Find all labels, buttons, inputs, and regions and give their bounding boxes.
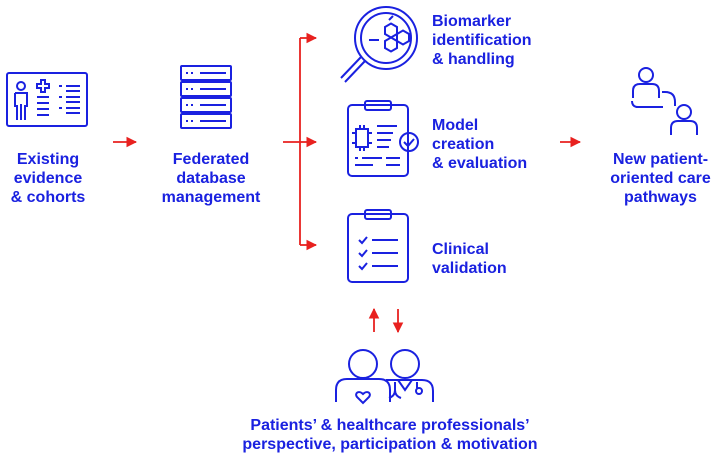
flow-arrows	[113, 32, 582, 334]
id-card-icon	[6, 72, 88, 127]
clipboard-chip-check-icon	[347, 100, 419, 177]
patient-pathway-icon	[631, 67, 698, 135]
label-care-pathways: New patient- oriented care pathways	[610, 151, 711, 206]
label-biomarker: Biomarker identification & handling	[432, 13, 532, 68]
label-model: Model creation & evaluation	[432, 117, 528, 172]
magnifier-molecule-icon	[340, 6, 418, 83]
label-federated-database: Federated database management	[161, 151, 261, 206]
clipboard-checklist-icon	[347, 209, 409, 283]
label-patients-professionals: Patients’ & healthcare professionals’ pe…	[242, 417, 538, 453]
label-clinical-validation: Clinical validation	[432, 241, 507, 277]
label-existing-evidence: Existing evidence & cohorts	[10, 151, 86, 206]
patient-doctor-icon	[335, 349, 434, 405]
server-rack-icon	[180, 65, 232, 129]
